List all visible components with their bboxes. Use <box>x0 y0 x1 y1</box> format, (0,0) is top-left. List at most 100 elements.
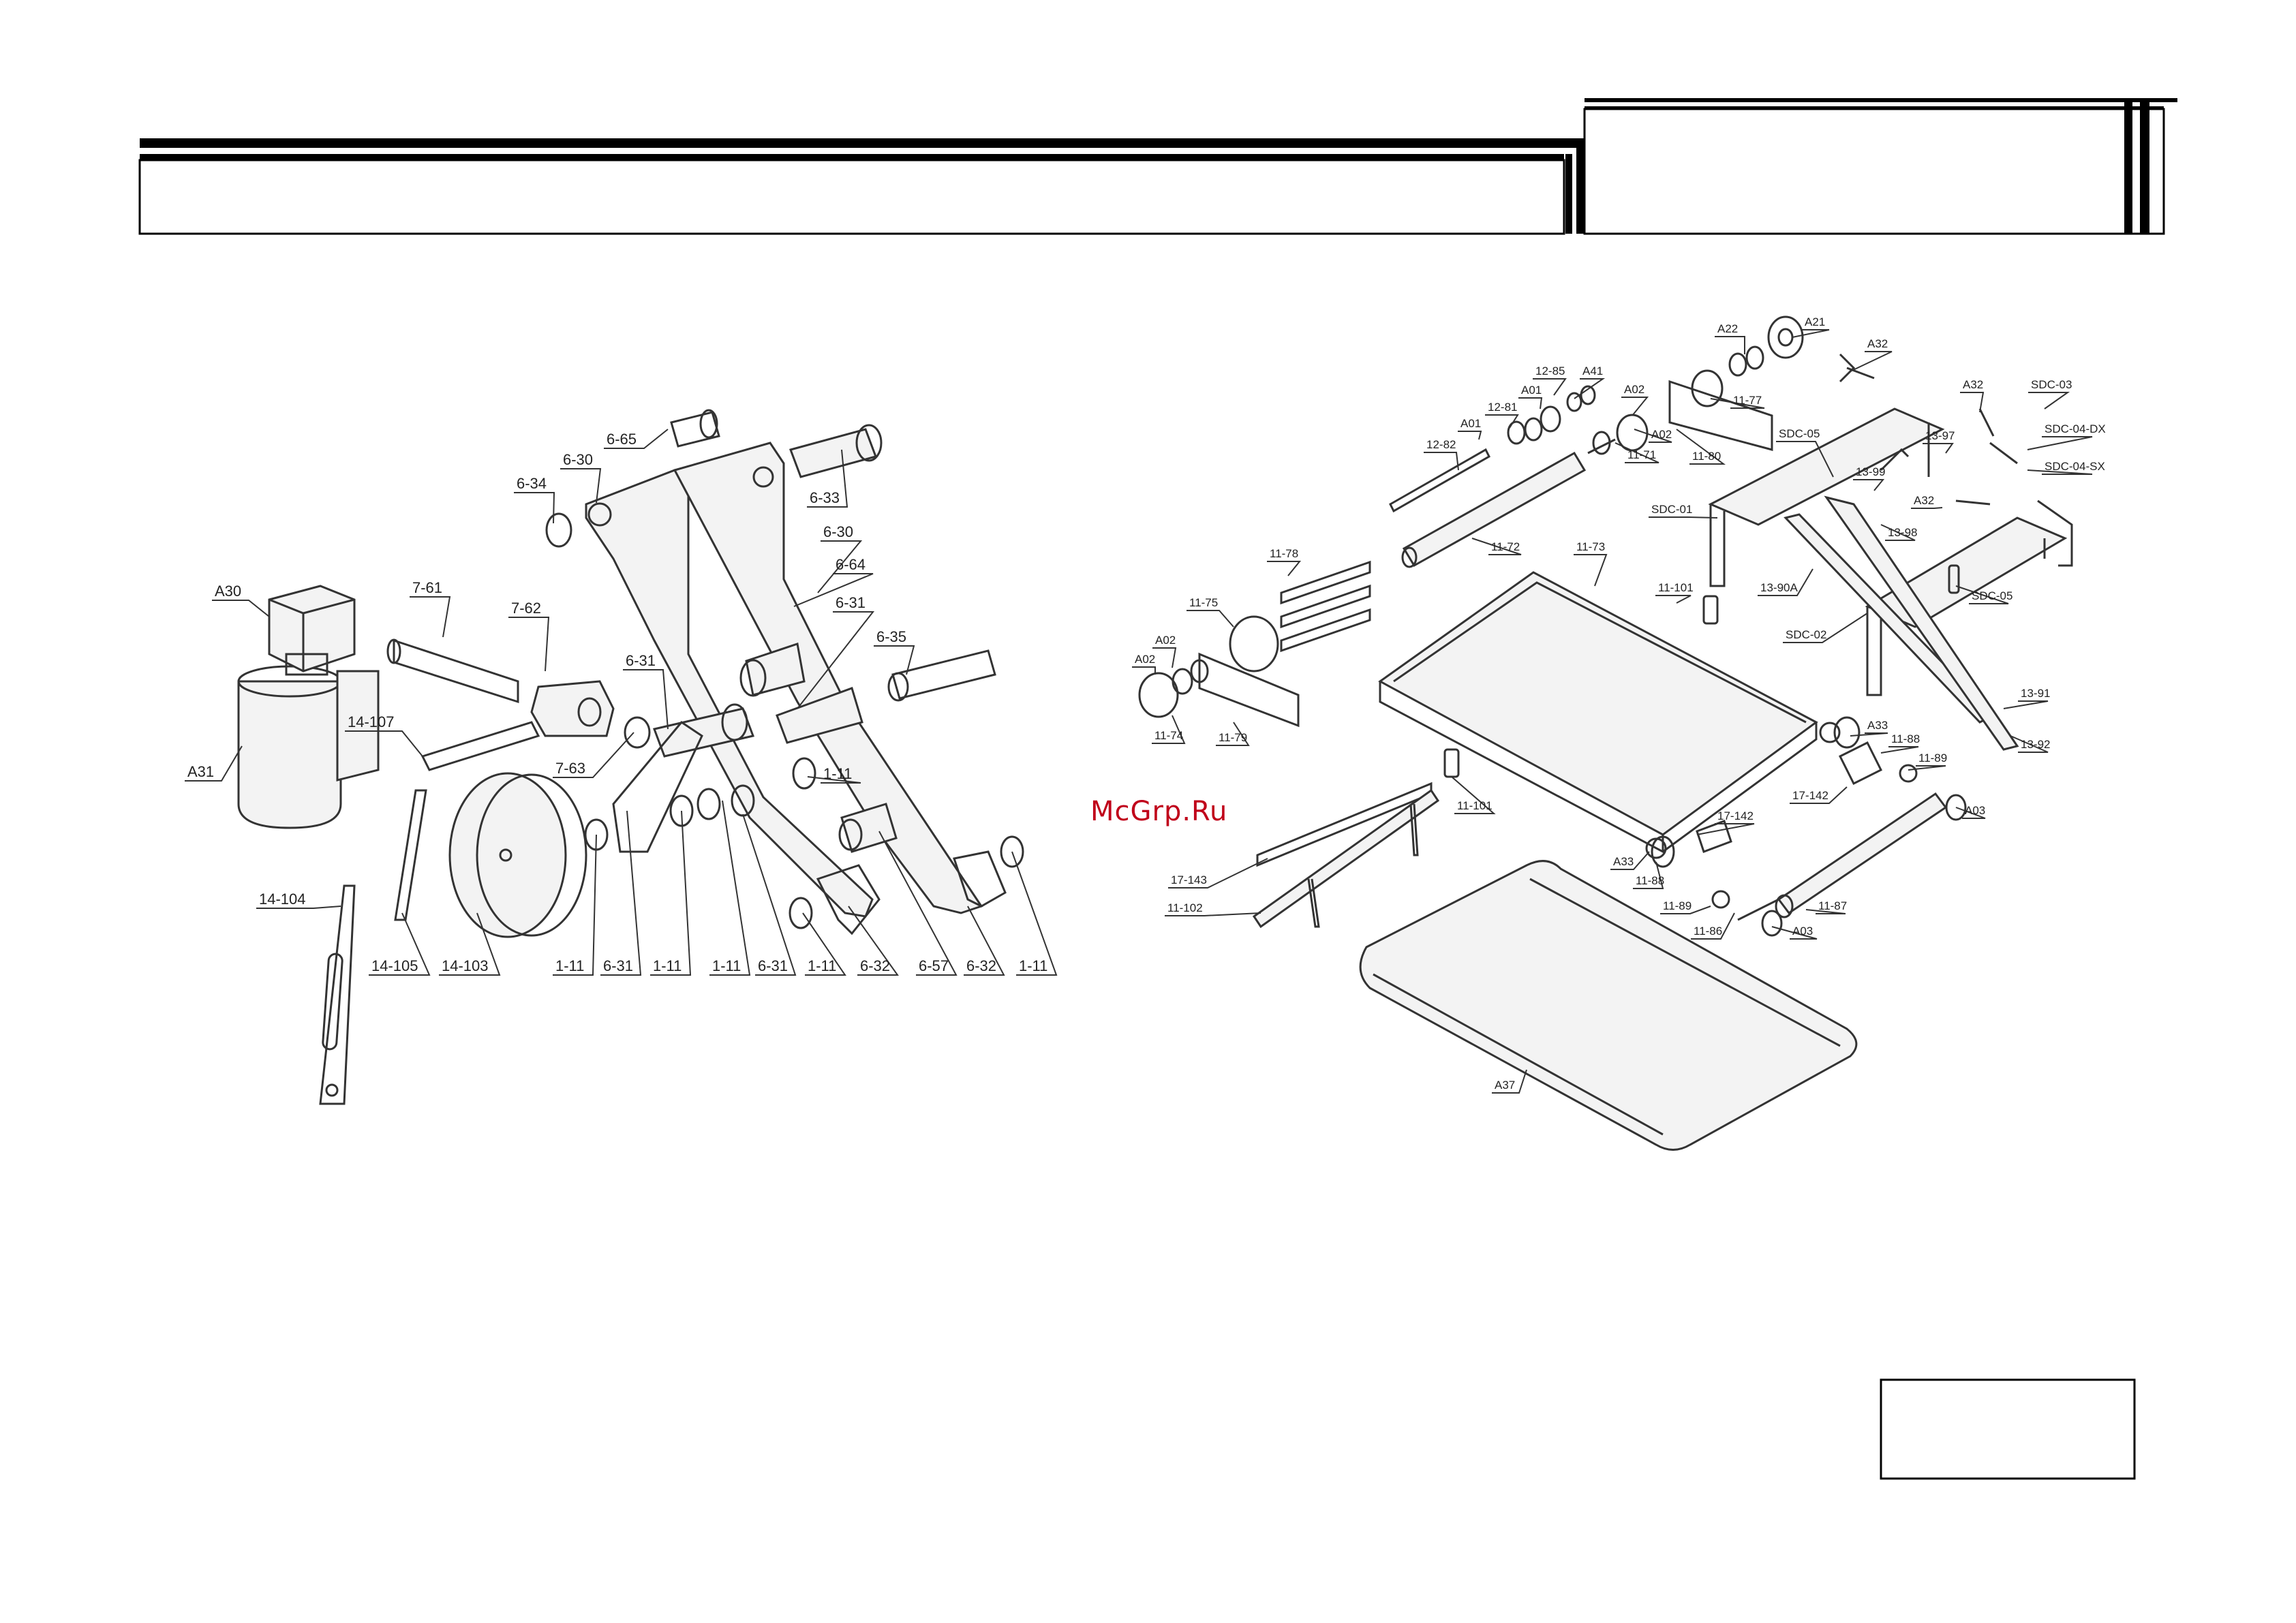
part-label-right-50: 11-87 <box>1805 899 1847 914</box>
part-label-right-34: 11-74 <box>1152 715 1186 744</box>
part-label-text: 6-31 <box>758 957 788 974</box>
part-label-right-48: 11-102 <box>1165 901 1261 916</box>
part-label-right-29: SDC-05 <box>1955 585 2012 604</box>
part-label-text: 7-63 <box>555 760 585 777</box>
part-label-text: SDC-04-DX <box>2045 422 2106 435</box>
part-label-text: A32 <box>1867 337 1888 350</box>
part-label-text: 13-98 <box>1888 526 1917 539</box>
shaft-part <box>386 638 651 771</box>
bottom-shaft <box>1737 792 1948 921</box>
part-label-text: A02 <box>1651 428 1672 441</box>
part-label-text: 13-92 <box>2021 738 2050 751</box>
part-label-right-19: SDC-04-SX <box>2027 460 2105 475</box>
part-label-left-8: 14-103 <box>439 912 501 976</box>
part-label-text: A02 <box>1624 383 1644 396</box>
part-label-text: 7-61 <box>412 579 442 596</box>
part-label-left-20: 6-31 <box>600 810 642 976</box>
part-label-text: 17-142 <box>1792 789 1828 802</box>
part-label-right-7: 12-81 <box>1485 401 1519 429</box>
guide-bar <box>1252 782 1440 929</box>
part-label-text: 1-11 <box>808 957 836 974</box>
part-label-left-13: 6-30 <box>817 523 863 593</box>
part-label-text: 11-101 <box>1658 581 1694 594</box>
part-label-text: SDC-01 <box>1651 503 1692 516</box>
link-part <box>319 884 356 1105</box>
part-label-left-28: 1-11 <box>1011 851 1058 976</box>
bushing-parts <box>545 409 1024 929</box>
part-label-text: 14-103 <box>442 957 489 974</box>
part-label-right-6: A02 <box>1621 383 1649 416</box>
part-label-text: 6-31 <box>836 594 866 611</box>
part-label-left-6: 14-104 <box>256 891 341 909</box>
part-label-text: 6-57 <box>919 957 949 974</box>
part-label-text: 1-11 <box>1019 957 1047 974</box>
part-label-right-22: A32 <box>1911 494 1943 509</box>
motor-part <box>237 585 380 829</box>
part-label-text: 12-81 <box>1488 401 1517 414</box>
part-label-text: A32 <box>1963 378 1983 391</box>
part-label-left-9: 6-65 <box>604 429 669 449</box>
part-label-text: 6-64 <box>836 556 866 573</box>
part-label-text: 6-33 <box>810 489 840 506</box>
part-label-text: A33 <box>1613 855 1634 868</box>
part-label-right-43: A03 <box>1955 804 1986 819</box>
part-label-right-46: 17-143 <box>1168 858 1268 888</box>
part-label-text: 11-88 <box>1891 732 1920 745</box>
watermark-text: McGrp.Ru <box>1090 796 1228 827</box>
part-label-text: 11-80 <box>1692 450 1721 463</box>
part-label-text: A02 <box>1135 653 1155 666</box>
part-label-left-18: 1-11 <box>807 765 861 784</box>
part-label-left-24: 1-11 <box>802 912 846 976</box>
part-label-text: A03 <box>1792 925 1813 938</box>
bearing-parts <box>1138 315 1967 937</box>
part-label-text: 14-107 <box>348 713 395 730</box>
part-label-left-22: 1-11 <box>709 800 751 976</box>
part-label-text: 1-11 <box>712 957 741 974</box>
part-label-text: 11-88 <box>1636 874 1664 887</box>
part-label-right-16: SDC-03 <box>2028 378 2072 409</box>
part-label-right-25: 11-73 <box>1574 540 1608 587</box>
part-label-text: A03 <box>1965 804 1985 817</box>
part-label-text: 6-30 <box>823 523 853 540</box>
part-label-right-18: SDC-04-DX <box>2027 422 2106 450</box>
part-label-right-52: A03 <box>1771 925 1818 940</box>
part-label-text: 13-99 <box>1856 465 1885 478</box>
part-label-right-27: 11-101 <box>1655 581 1694 604</box>
part-label-left-3: 7-62 <box>508 600 550 672</box>
part-label-text: 6-30 <box>563 451 593 468</box>
part-label-text: A21 <box>1805 315 1825 328</box>
part-label-text: 1-11 <box>823 765 852 782</box>
part-label-right-9: 12-82 <box>1424 438 1459 471</box>
part-label-right-0: A22 <box>1715 322 1745 354</box>
part-label-left-11: 6-30 <box>560 451 602 504</box>
part-label-left-1: A31 <box>185 745 243 782</box>
part-label-text: 11-86 <box>1694 925 1722 938</box>
part-label-text: 1-11 <box>555 957 584 974</box>
part-label-text: 6-65 <box>607 431 637 448</box>
part-label-text: 11-71 <box>1627 448 1656 461</box>
part-label-text: 6-34 <box>517 475 547 492</box>
part-label-right-41: 17-142 <box>1696 809 1755 835</box>
part-label-left-16: 6-35 <box>874 628 915 675</box>
title-block <box>138 98 2177 235</box>
part-label-right-24: 11-72 <box>1471 538 1522 555</box>
part-label-text: 6-35 <box>876 628 906 645</box>
left-assembly <box>237 409 1024 1105</box>
part-label-right-42: 11-101 <box>1451 776 1496 814</box>
part-label-text: 11-72 <box>1491 540 1520 553</box>
part-label-text: A32 <box>1914 494 1934 507</box>
part-label-text: 13-90A <box>1760 581 1798 594</box>
part-label-text: SDC-05 <box>1972 589 2012 602</box>
part-label-text: 13-91 <box>2021 687 2050 700</box>
part-label-right-8: A01 <box>1458 417 1482 440</box>
part-label-right-4: A41 <box>1574 365 1606 399</box>
part-label-right-28: 13-90A <box>1758 568 1813 596</box>
part-label-text: 11-78 <box>1270 547 1298 560</box>
part-label-left-15: 6-31 <box>797 594 875 709</box>
part-label-text: A02 <box>1155 634 1176 647</box>
part-label-text: A41 <box>1582 365 1603 377</box>
tensioner-parts <box>1280 560 1371 653</box>
part-label-right-12: A02 <box>1634 428 1672 443</box>
